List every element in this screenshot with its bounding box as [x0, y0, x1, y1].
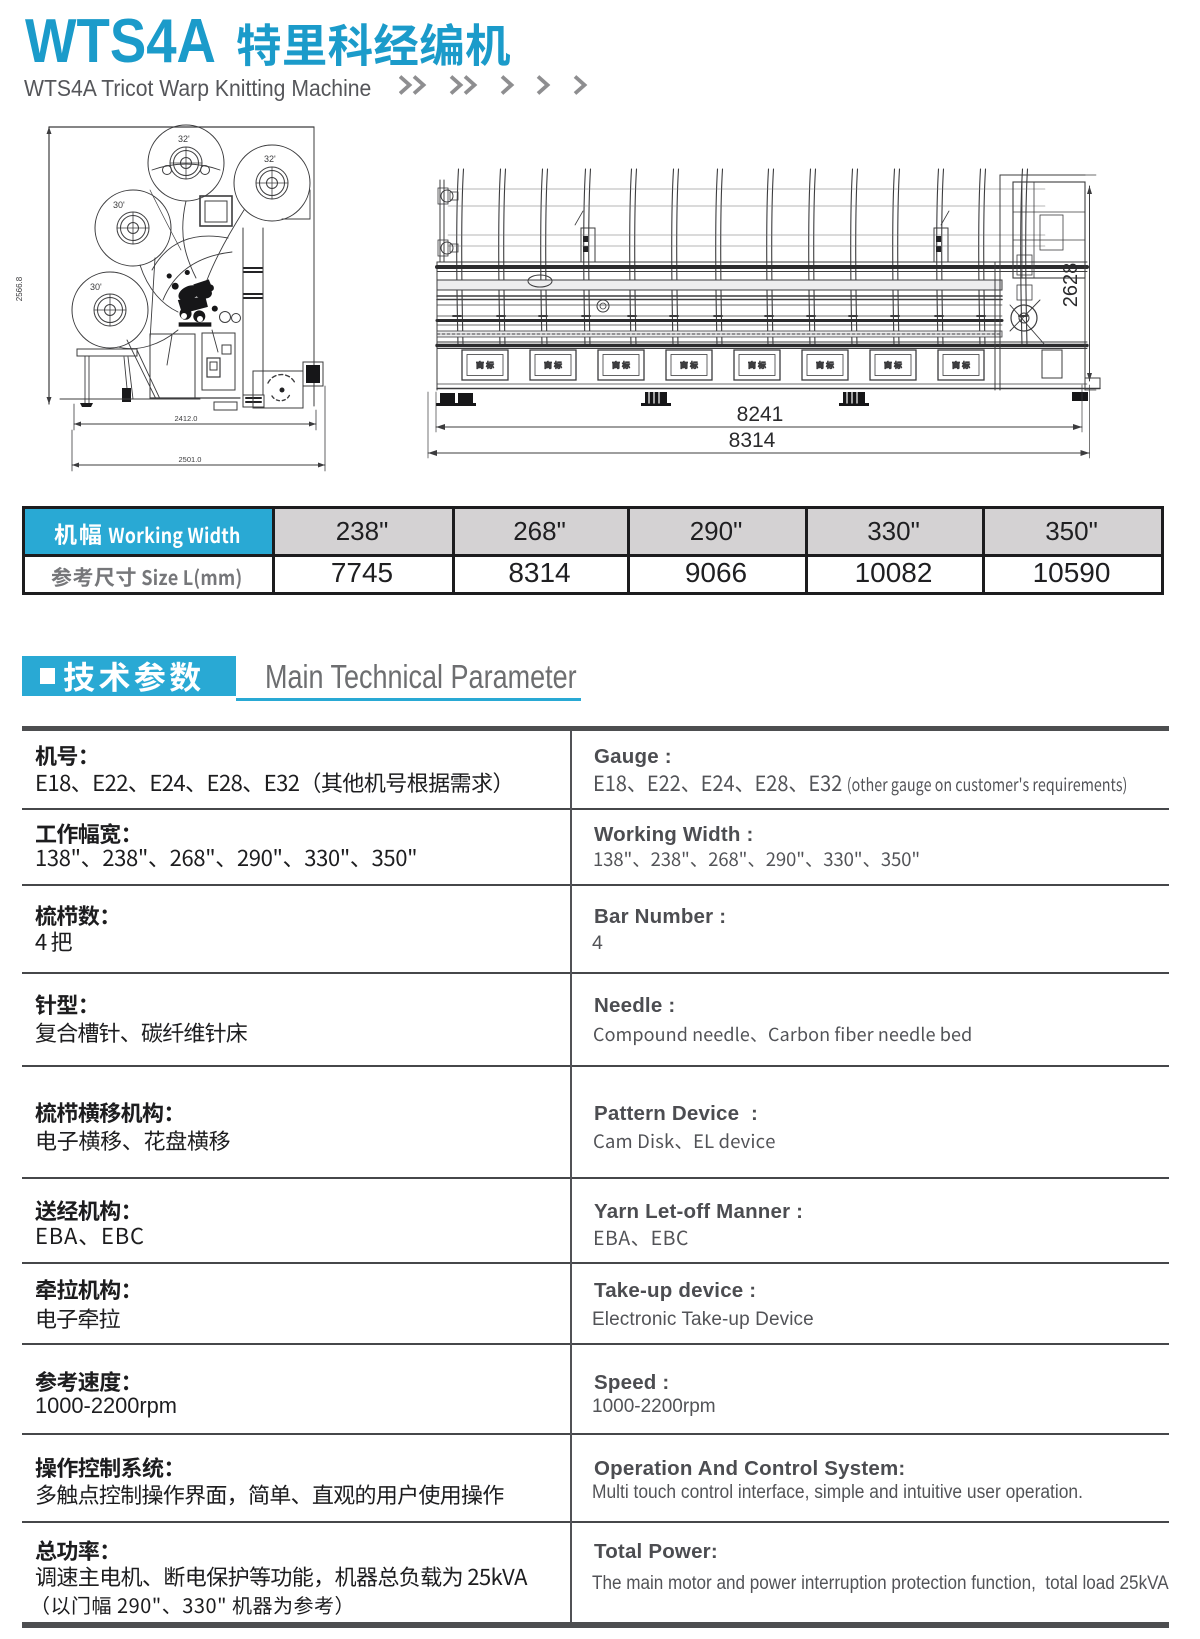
svg-text:32': 32'	[178, 134, 190, 144]
svg-text:2501.0: 2501.0	[179, 455, 202, 464]
svg-text:30': 30'	[113, 200, 125, 210]
svg-text:30': 30'	[90, 282, 102, 292]
svg-text:2566.8: 2566.8	[15, 276, 24, 301]
svg-text:8241: 8241	[737, 403, 784, 426]
svg-text:2628: 2628	[1060, 263, 1082, 308]
svg-text:32': 32'	[264, 154, 276, 164]
svg-text:8314: 8314	[729, 429, 776, 452]
svg-text:2412.0: 2412.0	[175, 414, 198, 423]
